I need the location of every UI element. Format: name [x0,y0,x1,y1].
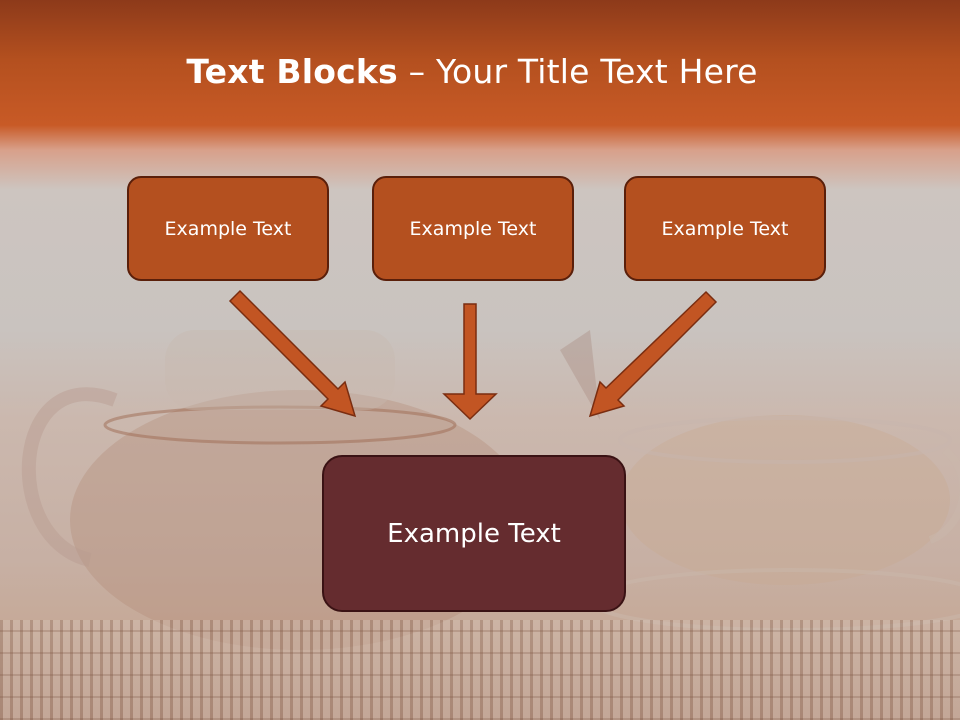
example-box-left-label: Example Text [164,217,292,240]
example-box-bottom[interactable]: Example Text [322,455,626,612]
title-rest: Your Title Text Here [435,52,758,91]
arrow-right [588,290,718,418]
bamboo-mat [0,620,960,720]
example-box-right[interactable]: Example Text [624,176,826,281]
slide-title[interactable]: Text Blocks – Your Title Text Here [0,52,944,91]
example-box-right-label: Example Text [661,217,789,240]
example-box-left[interactable]: Example Text [127,176,329,281]
title-bold: Text Blocks [186,52,398,91]
example-box-middle[interactable]: Example Text [372,176,574,281]
arrow-middle [442,303,498,421]
bamboo-mat-lines [0,620,960,720]
example-box-bottom-label: Example Text [387,518,561,549]
title-separator: – [397,52,436,91]
example-box-middle-label: Example Text [409,217,537,240]
arrow-left [228,289,357,418]
